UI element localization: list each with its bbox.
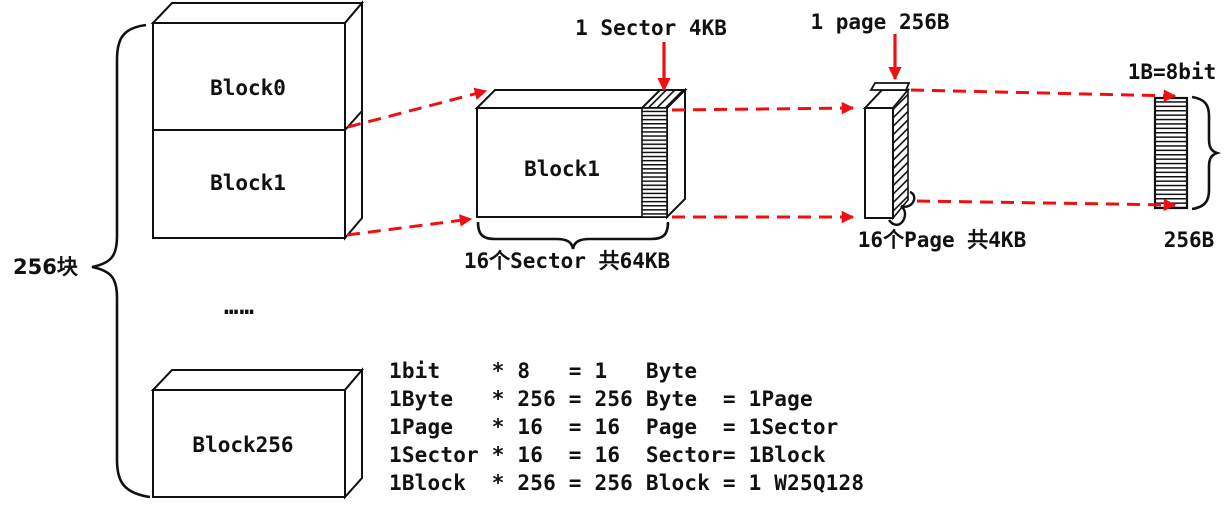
page-stack-band: [892, 87, 909, 221]
block256-front-face: [152, 389, 346, 498]
mid-block-box: [474, 87, 688, 220]
byte-column: [1153, 96, 1189, 210]
page-box-front-face: [864, 107, 894, 219]
block256-top-face: [150, 369, 365, 391]
arrow-block-to-mid-bottom: [346, 214, 473, 237]
byte-caption: 256B: [1164, 228, 1215, 252]
block-count-label: 256块: [13, 255, 79, 279]
block-stack-top-face: [150, 1, 365, 24]
block256-box: [150, 367, 365, 500]
left-curly-brace: [91, 23, 151, 499]
block-divider-fold-line: [344, 110, 363, 131]
block256-label: Block256: [192, 433, 293, 457]
mid-block1-label: Block1: [524, 157, 600, 181]
page-box: [862, 82, 911, 221]
block0-label: Block0: [210, 76, 286, 100]
page-caption: 16个Page 共4KB: [858, 228, 1026, 252]
block-stack: [150, 0, 365, 241]
block256-side-face: [344, 367, 363, 500]
expansion-arrows: [346, 87, 1177, 237]
byte-curly-brace: [1191, 95, 1222, 211]
arrow-page-to-byte-top: [910, 88, 1177, 102]
block1-label: Block1: [210, 171, 286, 195]
arrow-mid-to-page-top: [671, 101, 855, 115]
sector-brace: [476, 221, 670, 250]
page-curl-decoration: [888, 190, 916, 226]
arrow-page-to-byte-bottom: [916, 198, 1177, 212]
sector-caption: 16个Sector 共64KB: [464, 249, 670, 273]
ellipsis-label: ……: [224, 292, 255, 320]
mid-block-front-face: [476, 107, 668, 218]
sector-strip: [641, 107, 668, 218]
byte-callout-label: 1B=8bit: [1128, 60, 1217, 84]
sector-callout-label: 1 Sector 4KB: [575, 16, 727, 40]
arrow-block-to-mid-top: [347, 87, 488, 129]
page-top-slab: [869, 82, 911, 91]
conversion-equations: 1bit * 8 = 1 Byte 1Byte * 256 = 256 Byte…: [389, 359, 865, 495]
page-callout-label: 1 page 256B: [810, 10, 949, 34]
